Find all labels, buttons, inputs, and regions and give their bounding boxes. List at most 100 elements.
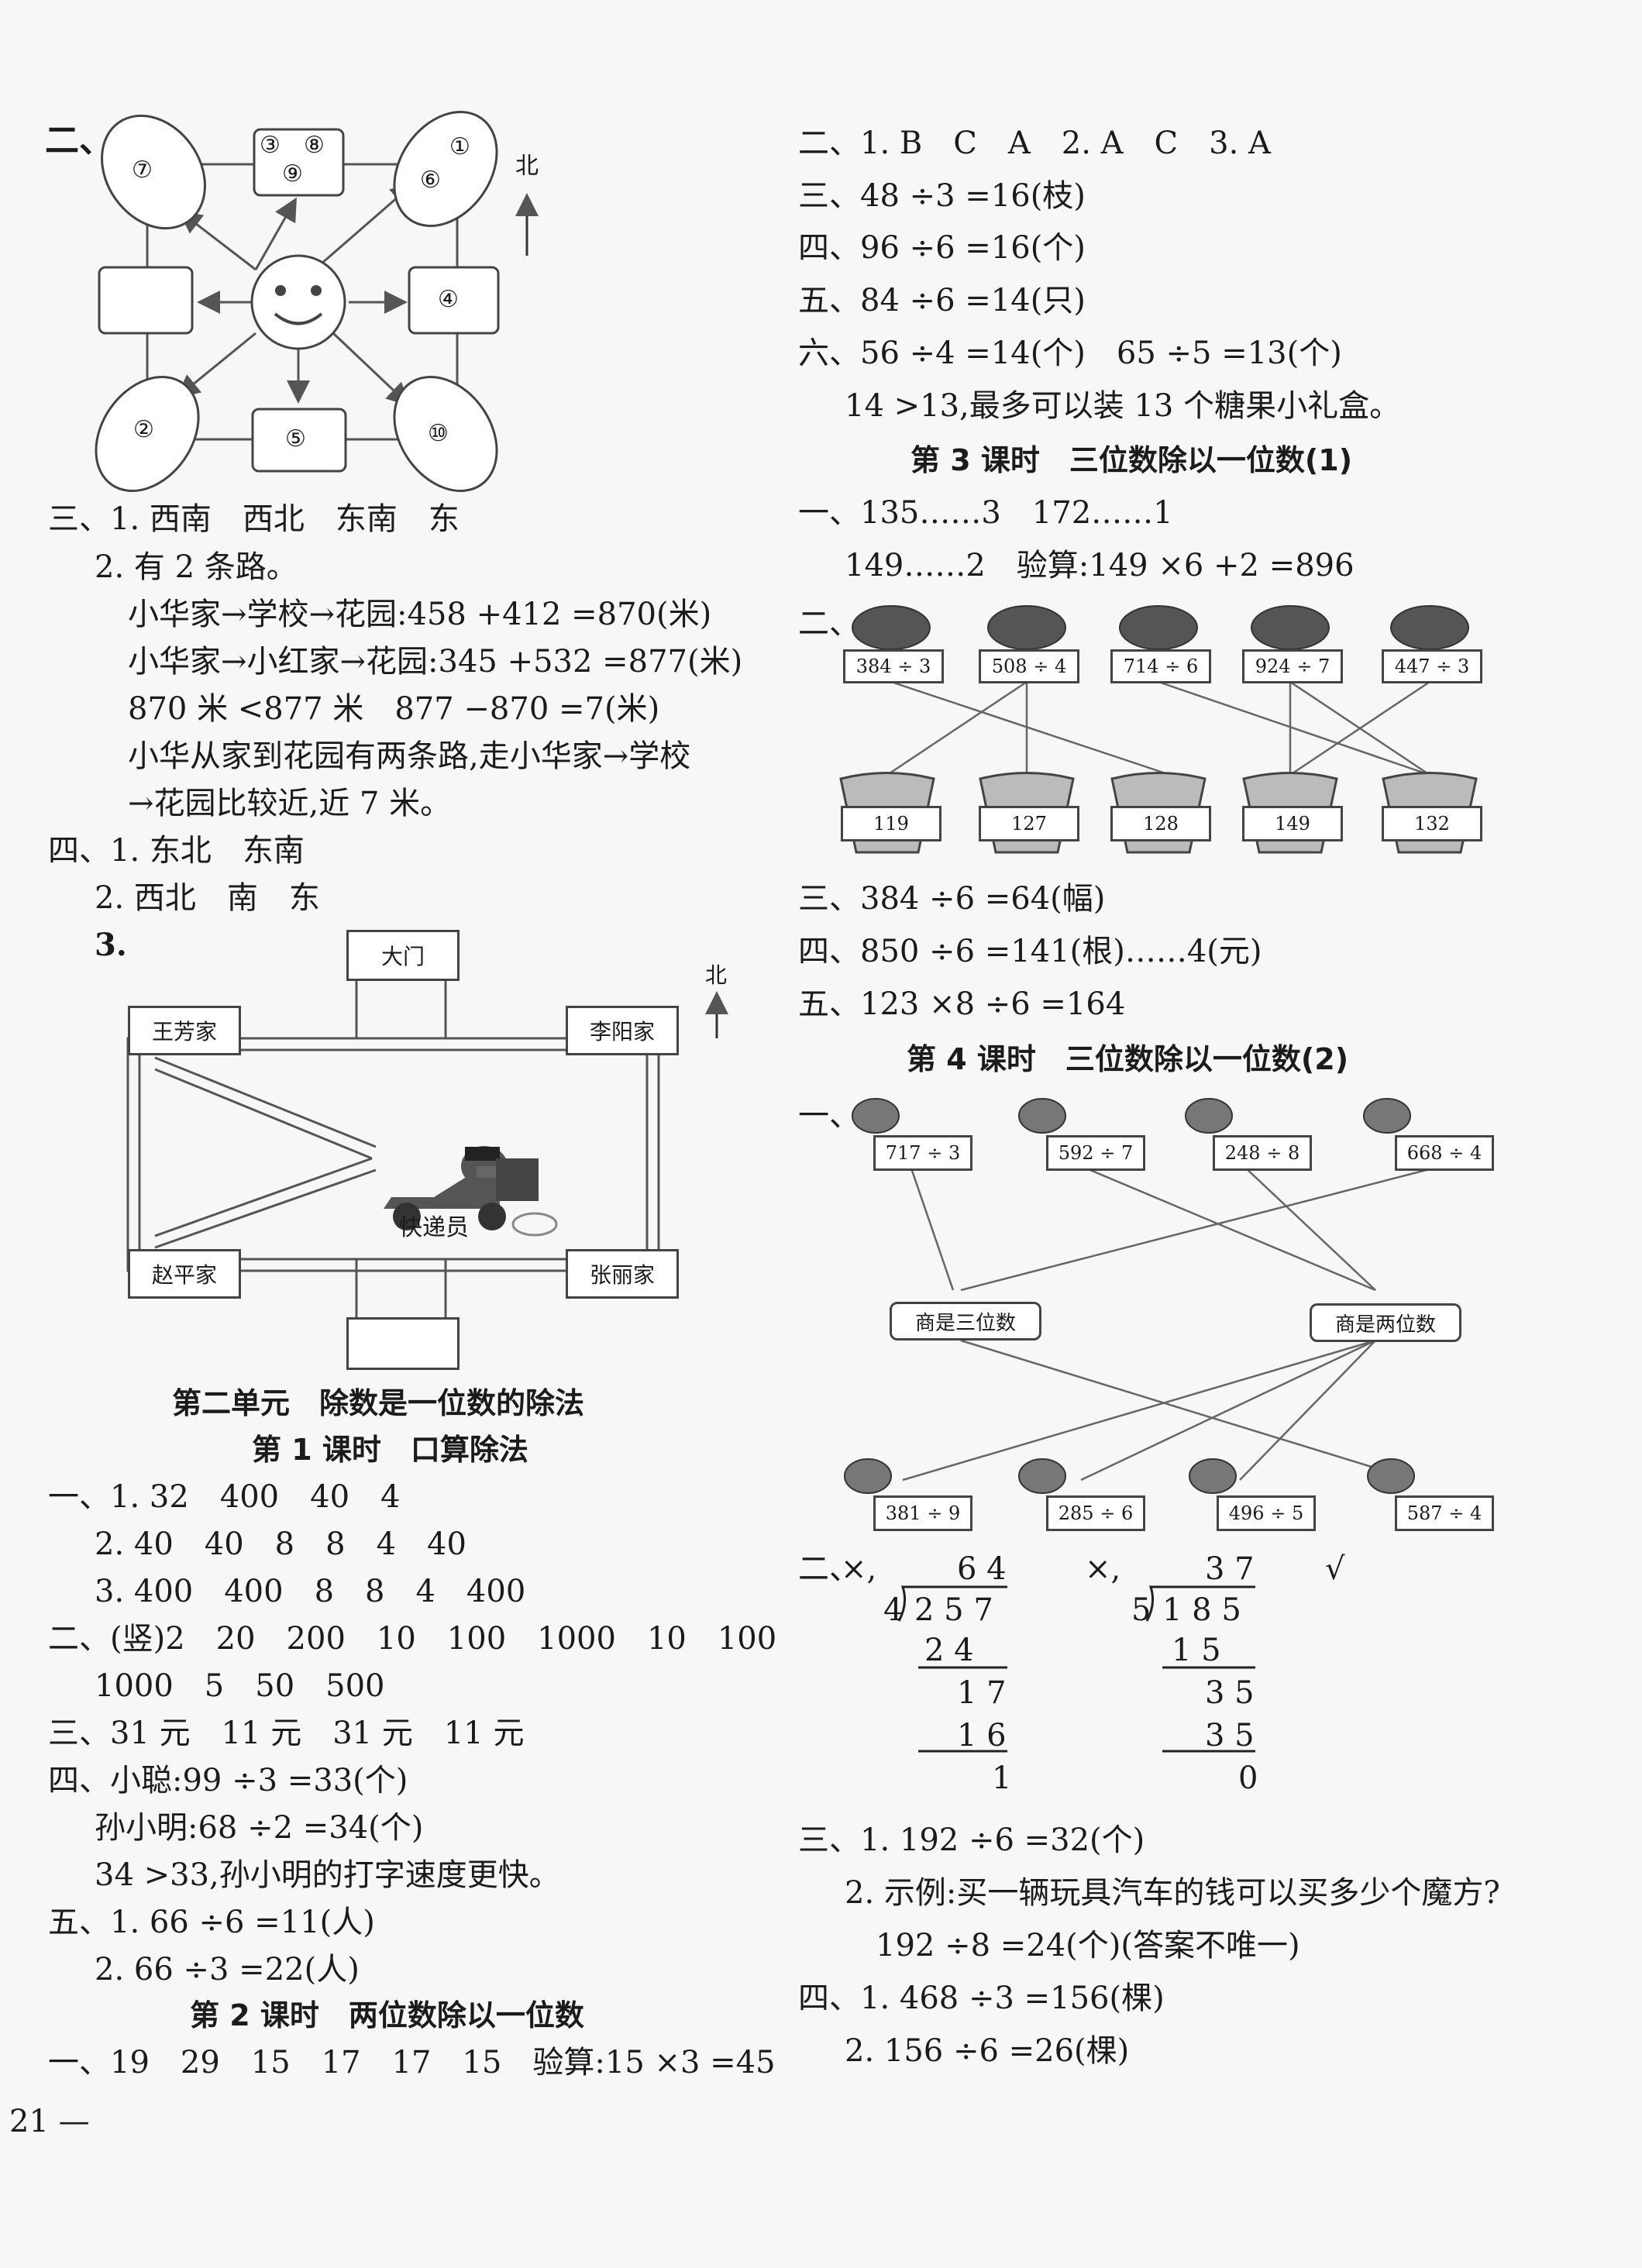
divisor: 5 [1131,1592,1151,1628]
map-sw-number: ② [133,416,154,443]
category-three-digit: 商是三位数 [890,1302,1041,1340]
fish-expression: 508 ÷ 4 [979,649,1079,683]
unit-title: 第二单元 除数是一位数的除法 [172,1386,585,1420]
zhang-home: 张丽家 [566,1249,679,1299]
subtrahend: 3 5 [1205,1718,1255,1753]
north-label-2: 北 [705,962,728,988]
mark-correct: √ [1325,1551,1345,1587]
answer-line: 2. 有 2 条路。 [95,549,298,585]
answer-line: 2. 示例:买一辆玩具汽车的钱可以买多少个魔方? [845,1875,1500,1911]
map-n-number-2: ⑧ [304,132,325,159]
page-number: 21 — [9,2104,90,2139]
map-n-number-1: ③ [260,132,281,159]
lesson-title: 第 3 课时 三位数除以一位数(1) [911,443,1353,477]
map-ne-number-1: ① [449,133,470,160]
answer-line: 五、123 ×8 ÷6 =164 [798,986,1126,1022]
answer-line: 四、1. 468 ÷3 =156(棵) [798,1981,1165,2016]
answer-line: 一、1. 32 400 40 4 [48,1479,401,1515]
answer-line: 三、48 ÷3 =16(枝) [798,178,1086,214]
gate-bottom [346,1317,460,1370]
answer-line: 二、(竖)2 20 200 10 100 1000 10 100 [48,1621,777,1657]
answer-line: 四、小聪:99 ÷3 =33(个) [48,1763,408,1798]
bowl-value: 127 [979,806,1079,841]
quotient: 6 4 [957,1551,1007,1587]
mark-wrong: ×, [841,1551,877,1587]
answer-line: 四、850 ÷6 =141(根)……4(元) [798,934,1262,969]
section-label: 二、 [798,1551,860,1587]
answer-line: 三、1. 西南 西北 东南 东 [48,501,460,537]
fish-expression: 924 ÷ 7 [1242,649,1343,683]
section-label: 一、 [798,1098,860,1134]
north-label: 北 [515,153,539,180]
answer-line: 三、31 元 11 元 31 元 11 元 [48,1716,525,1751]
answer-line: 五、1. 66 ÷6 =11(人) [48,1905,375,1940]
answer-line: 2. 西北 南 东 [95,880,320,916]
mark-wrong: ×, [1085,1551,1121,1587]
bee-expression: 496 ÷ 5 [1217,1495,1316,1531]
answer-line: 192 ÷8 =24(个)(答案不唯一) [876,1928,1300,1963]
remainder: 0 [1238,1760,1258,1796]
answer-line: 小华家→学校→花园:458 +412 =870(米) [128,597,712,632]
answer-line: 149……2 验算:149 ×6 +2 =896 [845,548,1355,583]
answer-line: 三、384 ÷6 =64(幅) [798,881,1106,917]
subtrahend: 1 5 [1172,1633,1221,1668]
answer-line: 小华家→小红家→花园:345 +532 =877(米) [128,644,743,680]
answer-line: 六、56 ÷4 =14(个) 65 ÷5 =13(个) [798,336,1342,371]
answer-line: 三、1. 192 ÷6 =32(个) [798,1822,1145,1858]
fish-expression: 447 ÷ 3 [1382,649,1482,683]
answer-line: 3. 400 400 8 8 4 400 [95,1574,526,1609]
answer-line: 1000 5 50 500 [95,1668,385,1704]
wang-home: 王芳家 [128,1006,241,1055]
lesson-title: 第 4 课时 三位数除以一位数(2) [907,1042,1349,1076]
answer-line: →花园比较近,近 7 米。 [128,786,452,821]
answer-line: 一、19 29 15 17 17 15 验算:15 ×3 =45 [48,2045,776,2080]
zhao-home: 赵平家 [128,1249,241,1299]
answer-line: 3. [95,927,127,963]
bowl-value: 128 [1110,806,1211,841]
map-n-number-3: ⑨ [282,160,303,188]
quotient: 3 7 [1205,1551,1255,1587]
dividend: 1 8 5 [1162,1592,1241,1628]
answer-line: 870 米 <877 米 877 −870 =7(米) [128,691,660,727]
section-label: 二、 [798,606,860,642]
answer-line: 2. 40 40 8 8 4 40 [95,1526,466,1562]
fish-expression: 384 ÷ 3 [843,649,944,683]
answer-line: 14 >13,最多可以装 13 个糖果小礼盒。 [845,388,1401,424]
gate-top: 大门 [346,930,460,981]
bee-expression: 285 ÷ 6 [1046,1495,1145,1531]
answer-line: 34 >33,孙小明的打字速度更快。 [95,1857,560,1893]
answer-line: 小华从家到花园有两条路,走小华家→学校 [128,738,691,774]
bee-expression: 587 ÷ 4 [1395,1495,1494,1531]
bowl-value: 119 [841,806,941,841]
subtrahend: 2 4 [924,1633,974,1668]
divisor: 4 [883,1592,904,1628]
map-ne-number-2: ⑥ [420,167,441,194]
answer-line: 四、1. 东北 东南 [48,833,305,869]
remainder: 1 [992,1760,1012,1796]
bowl-value: 132 [1382,806,1482,841]
bee-expression: 717 ÷ 3 [873,1135,972,1171]
courier-label: 快递员 [399,1214,469,1241]
fish-expression: 714 ÷ 6 [1110,649,1211,683]
bee-expression: 668 ÷ 4 [1395,1135,1494,1171]
map-s-number: ⑤ [285,425,306,453]
bee-expression: 381 ÷ 9 [873,1495,972,1531]
lesson-title: 第 2 课时 两位数除以一位数 [190,1998,584,2032]
answer-line: 2. 66 ÷3 =22(人) [95,1952,360,1988]
li-home: 李阳家 [566,1006,679,1055]
dividend: 2 5 7 [914,1592,993,1628]
map-e-number: ④ [438,286,459,313]
answer-line: 四、96 ÷6 =16(个) [798,230,1086,266]
map-nw-number: ⑦ [132,157,153,184]
lesson-title: 第 1 课时 口算除法 [252,1433,528,1467]
remainder-step: 1 7 [957,1675,1007,1711]
answer-line: 一、135……3 172……1 [798,495,1173,531]
answer-line: 孙小明:68 ÷2 =34(个) [95,1810,424,1846]
answer-line: 2. 156 ÷6 =26(棵) [845,2033,1130,2069]
map-se-number: ⑩ [428,420,449,447]
remainder-step: 3 5 [1205,1675,1255,1711]
bee-expression: 592 ÷ 7 [1046,1135,1145,1171]
